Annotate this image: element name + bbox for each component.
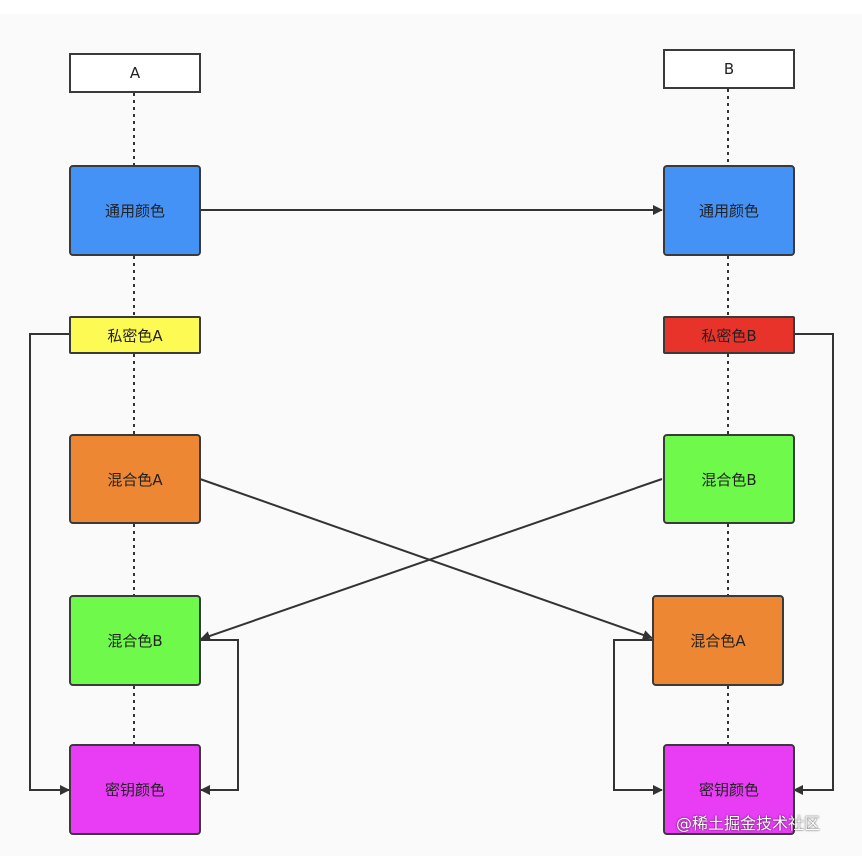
- private-color-a: 私密色A: [69, 316, 201, 354]
- participant-b-label: B: [723, 60, 735, 78]
- mix-color-a-received: 混合色B: [69, 595, 201, 686]
- private-color-a-label: 私密色A: [107, 326, 163, 345]
- private-color-b-label: 私密色B: [701, 326, 757, 345]
- arrow-private-b-to-secret: [793, 333, 834, 795]
- participant-a-label: A: [129, 64, 141, 82]
- secret-color-b-label: 密钥颜色: [698, 781, 759, 799]
- participant-a-header: A: [69, 53, 201, 93]
- arrow-mix-a-cross: [199, 478, 653, 640]
- arrow-received-a-to-secret-b: [613, 639, 663, 795]
- general-color-a: 通用颜色: [69, 165, 201, 256]
- general-color-b-label: 通用颜色: [698, 202, 759, 220]
- private-color-b: 私密色B: [663, 316, 795, 354]
- secret-color-a-label: 密钥颜色: [104, 781, 165, 799]
- watermark: @稀土掘金技术社区: [676, 814, 821, 833]
- arrow-received-b-to-secret-a: [200, 639, 239, 795]
- mix-color-b-own: 混合色B: [663, 434, 795, 524]
- mix-color-b-own-label: 混合色B: [701, 470, 757, 489]
- mix-color-b-received: 混合色A: [652, 595, 784, 686]
- secret-color-a: 密钥颜色: [69, 744, 201, 835]
- mix-color-a-own-label: 混合色A: [107, 470, 163, 489]
- participant-b-header: B: [663, 49, 795, 89]
- mix-color-b-received-label: 混合色A: [690, 632, 746, 650]
- arrow-private-a-to-secret: [29, 333, 70, 795]
- secret-color-b: 密钥颜色: [663, 744, 795, 835]
- mix-color-a-own: 混合色A: [69, 434, 201, 524]
- general-color-a-label: 通用颜色: [104, 202, 165, 220]
- arrow-mix-b-cross: [200, 478, 663, 641]
- general-color-b: 通用颜色: [663, 165, 795, 256]
- mix-color-a-received-label: 混合色B: [107, 632, 163, 650]
